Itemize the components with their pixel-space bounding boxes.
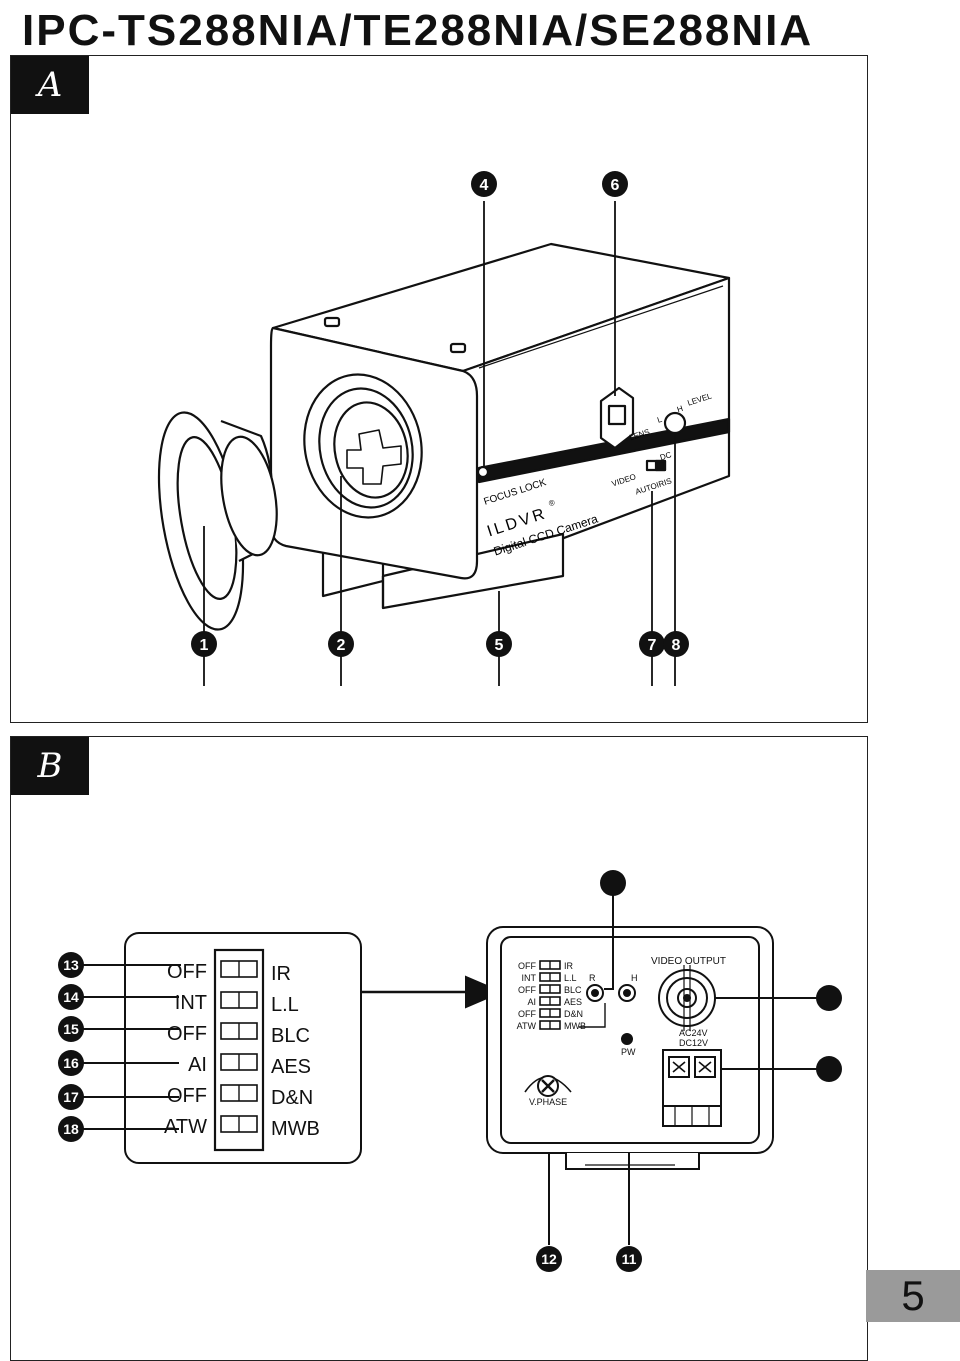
power-label-1: AC24V	[679, 1028, 708, 1038]
callouts-b-bottom: 12 11	[536, 1246, 642, 1272]
rear-dip-right-0: IR	[564, 961, 574, 971]
dip-left-5: ATW	[164, 1116, 207, 1138]
pw-label: PW	[621, 1047, 636, 1057]
callout-13: 13	[63, 957, 79, 973]
rear-dip-left-1: INT	[522, 973, 537, 983]
callout-15: 15	[63, 1021, 79, 1037]
panel-b: B	[10, 736, 868, 1361]
callout-11: 11	[622, 1251, 637, 1267]
vphase-label: V.PHASE	[529, 1097, 567, 1107]
camera-rear-illustration: OFF INT OFF AI OFF ATW IR L.L BLC AES D&…	[58, 870, 842, 1272]
panel-a-tag: A	[11, 56, 89, 114]
dip-left-4: OFF	[167, 1085, 207, 1107]
level-l-label: L	[656, 415, 664, 425]
dip-left-1: INT	[175, 992, 207, 1014]
callout-6: 6	[611, 177, 620, 194]
dip-right-0: IR	[271, 963, 291, 985]
dip-switch-large	[220, 960, 258, 1133]
dc-label: DC	[659, 450, 673, 462]
panel-b-tag: B	[11, 737, 89, 795]
callout-7: 7	[648, 637, 657, 654]
camera-front-illustration: FOCUS LOCK ILDVR ® Digital CCD Camera LE…	[157, 171, 731, 686]
callouts-b-left: 13 14 15 16 17 18	[58, 952, 84, 1142]
rear-dip-left-2: OFF	[518, 985, 536, 995]
callout-16: 16	[63, 1055, 79, 1071]
rear-dip-right-3: AES	[564, 997, 582, 1007]
video-output-label: VIDEO OUTPUT	[651, 956, 726, 967]
rear-dip-right-1: L.L	[564, 973, 577, 983]
panel-a: A	[10, 55, 868, 723]
rear-dip-left-0: OFF	[518, 961, 536, 971]
rear-dip-left-4: OFF	[518, 1009, 536, 1019]
rear-dip-right-4: D&N	[564, 1009, 583, 1019]
dip-left-0: OFF	[167, 961, 207, 983]
dip-switch-small	[539, 960, 561, 1030]
callout-2: 2	[337, 637, 346, 654]
callouts-a: 4 6 1 2 5 7 8	[191, 171, 689, 657]
page-title: IPC-TS288NIA/TE288NIA/SE288NIA	[22, 6, 814, 55]
callout-12: 12	[541, 1251, 557, 1267]
rear-dip-right-2: BLC	[564, 985, 582, 995]
callout-8: 8	[672, 637, 681, 654]
callout-17: 17	[63, 1089, 79, 1105]
brand-mark: ®	[548, 498, 556, 508]
power-label-2: DC12V	[679, 1038, 708, 1048]
rear-dip-left-3: AI	[527, 997, 536, 1007]
callout-18: 18	[63, 1121, 79, 1137]
dip-right-1: L.L	[271, 994, 299, 1016]
level-h-label: H	[676, 404, 684, 414]
dip-right-3: AES	[271, 1056, 311, 1078]
callout-4: 4	[480, 177, 489, 194]
rear-dip-left-5: ATW	[517, 1021, 537, 1031]
callout-14: 14	[63, 989, 79, 1005]
dip-right-5: MWB	[271, 1118, 320, 1140]
callout-1: 1	[200, 637, 209, 654]
dip-right-4: D&N	[271, 1087, 313, 1109]
callout-5: 5	[495, 637, 504, 654]
r-label: R	[589, 973, 596, 983]
page-number: 5	[866, 1270, 960, 1322]
dip-right-2: BLC	[271, 1025, 310, 1047]
callouts-b-right	[600, 870, 842, 1082]
dip-left-3: AI	[188, 1054, 207, 1076]
h-label: H	[631, 973, 638, 983]
dip-left-2: OFF	[167, 1023, 207, 1045]
rear-dip-right-5: MWB	[564, 1021, 586, 1031]
